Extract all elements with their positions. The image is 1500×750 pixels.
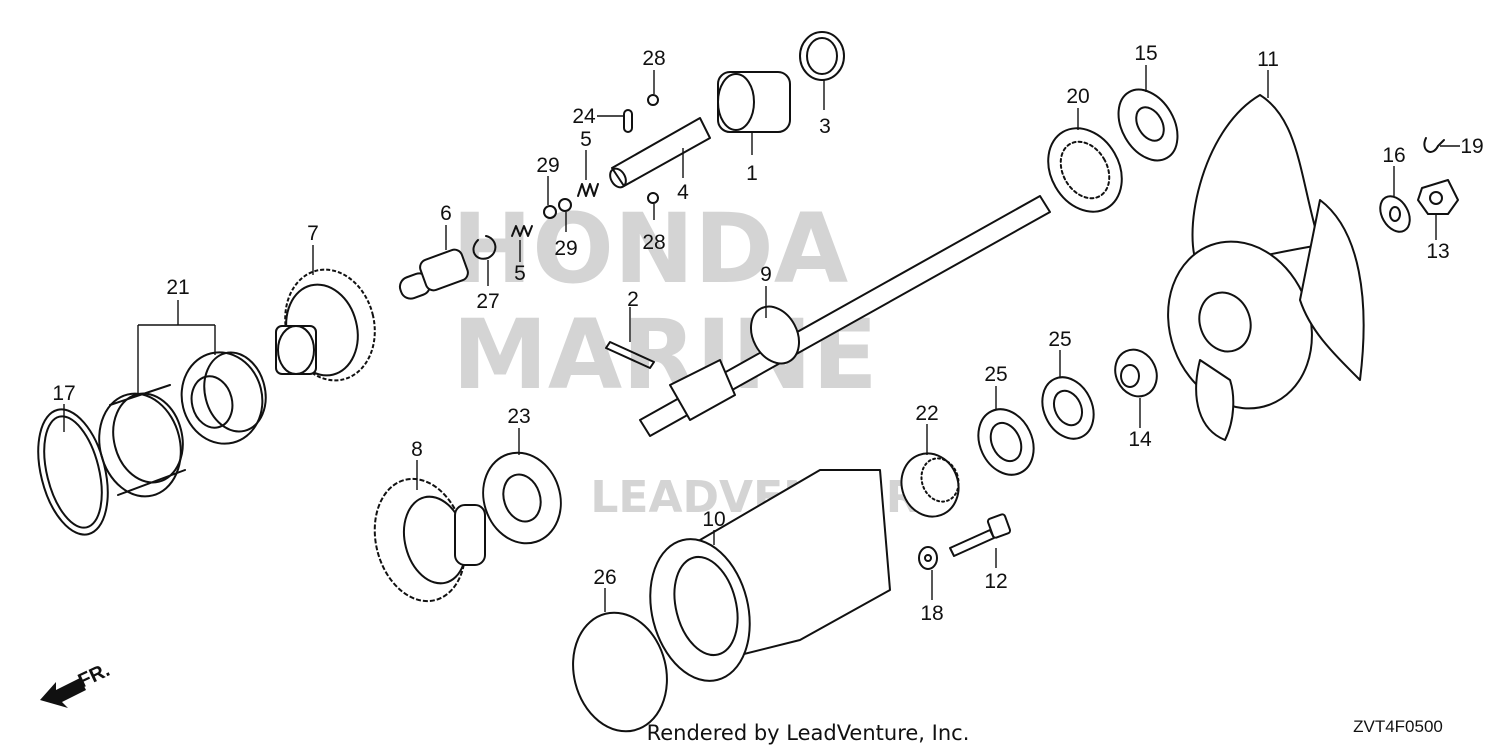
part-4-shift-rod[interactable] [607, 117, 711, 190]
part-10-bearing-holder[interactable] [636, 469, 891, 691]
part-2-pin[interactable] [605, 341, 655, 369]
watermark-sub: MARINE [452, 299, 877, 411]
callout-17[interactable]: 17 [52, 382, 75, 405]
part-8-reverse-bevel-gear[interactable] [362, 469, 486, 611]
callout-21[interactable]: 21 [166, 276, 189, 299]
callout-12[interactable]: 12 [984, 570, 1007, 593]
part-9-propeller-shaft[interactable] [639, 195, 1051, 437]
part-13-castle-nut[interactable] [1417, 179, 1459, 215]
part-21-bearing-outer-race[interactable] [89, 384, 192, 505]
callout-11[interactable]: 11 [1257, 48, 1279, 71]
part-5-spring-b[interactable] [577, 183, 599, 197]
front-direction-marker: FR. [40, 659, 113, 708]
part-20-thrust-bearing[interactable] [1034, 115, 1137, 225]
callout-10[interactable]: 10 [702, 508, 725, 531]
part-27-circlip[interactable] [472, 235, 497, 260]
part-16-washer[interactable] [1374, 191, 1416, 237]
part-18-washer[interactable] [918, 546, 938, 570]
part-23-ball-bearing[interactable] [472, 443, 573, 554]
callout-25-left[interactable]: 25 [984, 363, 1007, 386]
callout-14[interactable]: 14 [1128, 428, 1152, 451]
part-22-needle-bearing[interactable] [893, 445, 968, 524]
callout-8[interactable]: 8 [411, 438, 423, 461]
callout-13[interactable]: 13 [1426, 240, 1449, 263]
part-15-thrust-washer[interactable] [1106, 79, 1189, 171]
part-1-dog-clutch[interactable] [717, 71, 791, 133]
callout-25-right[interactable]: 25 [1048, 328, 1071, 351]
callout-7[interactable]: 7 [307, 222, 319, 245]
part-14-bushing[interactable] [1108, 343, 1165, 403]
callout-16[interactable]: 16 [1382, 144, 1405, 167]
callout-numbers: 1 2 3 4 5 5 6 7 8 9 10 11 12 13 14 15 16… [52, 42, 1483, 625]
callout-28-bottom[interactable]: 28 [642, 231, 665, 254]
callout-18[interactable]: 18 [920, 602, 943, 625]
callout-26[interactable]: 26 [593, 566, 616, 589]
callout-24[interactable]: 24 [572, 105, 596, 128]
part-28-ball-bottom[interactable] [647, 192, 659, 204]
callout-3[interactable]: 3 [819, 115, 831, 138]
callout-5-upper[interactable]: 5 [580, 128, 592, 151]
watermark: HONDA MARINE LEADVENTURE [452, 193, 950, 523]
callout-19[interactable]: 19 [1460, 135, 1483, 158]
part-29-ball-a[interactable] [543, 205, 557, 219]
callout-29-lower[interactable]: 29 [554, 237, 577, 260]
part-17-o-ring[interactable] [26, 402, 119, 542]
callout-23[interactable]: 23 [507, 405, 530, 428]
part-25-oil-seal-b[interactable] [1033, 369, 1104, 447]
watermark-brand: HONDA [452, 193, 848, 305]
callout-27[interactable]: 27 [476, 290, 499, 313]
part-12-bolt[interactable] [949, 513, 1012, 557]
callout-4[interactable]: 4 [677, 181, 689, 204]
part-24-pin[interactable] [623, 109, 633, 133]
callout-5-lower[interactable]: 5 [514, 262, 526, 285]
part-19-cotter-pin[interactable] [1423, 137, 1445, 153]
part-3-thrust-ring[interactable] [799, 31, 845, 81]
callout-9[interactable]: 9 [760, 263, 772, 286]
part-6-shifter[interactable] [397, 247, 470, 301]
callout-28-top[interactable]: 28 [642, 47, 665, 70]
leader-lines [63, 65, 1460, 612]
credit-text: Rendered by LeadVenture, Inc. [647, 721, 970, 745]
callout-15[interactable]: 15 [1134, 42, 1157, 65]
callout-6[interactable]: 6 [440, 202, 452, 225]
callout-1[interactable]: 1 [746, 162, 758, 185]
callout-22[interactable]: 22 [915, 402, 938, 425]
diagram-code: ZVT4F0500 [1353, 717, 1443, 736]
callout-2[interactable]: 2 [627, 288, 639, 311]
front-arrow-icon [40, 678, 86, 708]
callout-29-upper[interactable]: 29 [536, 154, 559, 177]
part-11-propeller[interactable] [1145, 94, 1365, 441]
callout-20[interactable]: 20 [1066, 85, 1089, 108]
part-26-o-ring[interactable] [561, 603, 679, 742]
part-25-oil-seal-a[interactable] [968, 400, 1044, 484]
part-29-ball-b[interactable] [558, 198, 572, 212]
part-7-bevel-gear[interactable] [274, 260, 386, 390]
part-28-ball-top[interactable] [647, 94, 659, 106]
part-21-bearing-cone[interactable] [172, 344, 274, 453]
part-5-spring-a[interactable] [511, 225, 533, 237]
